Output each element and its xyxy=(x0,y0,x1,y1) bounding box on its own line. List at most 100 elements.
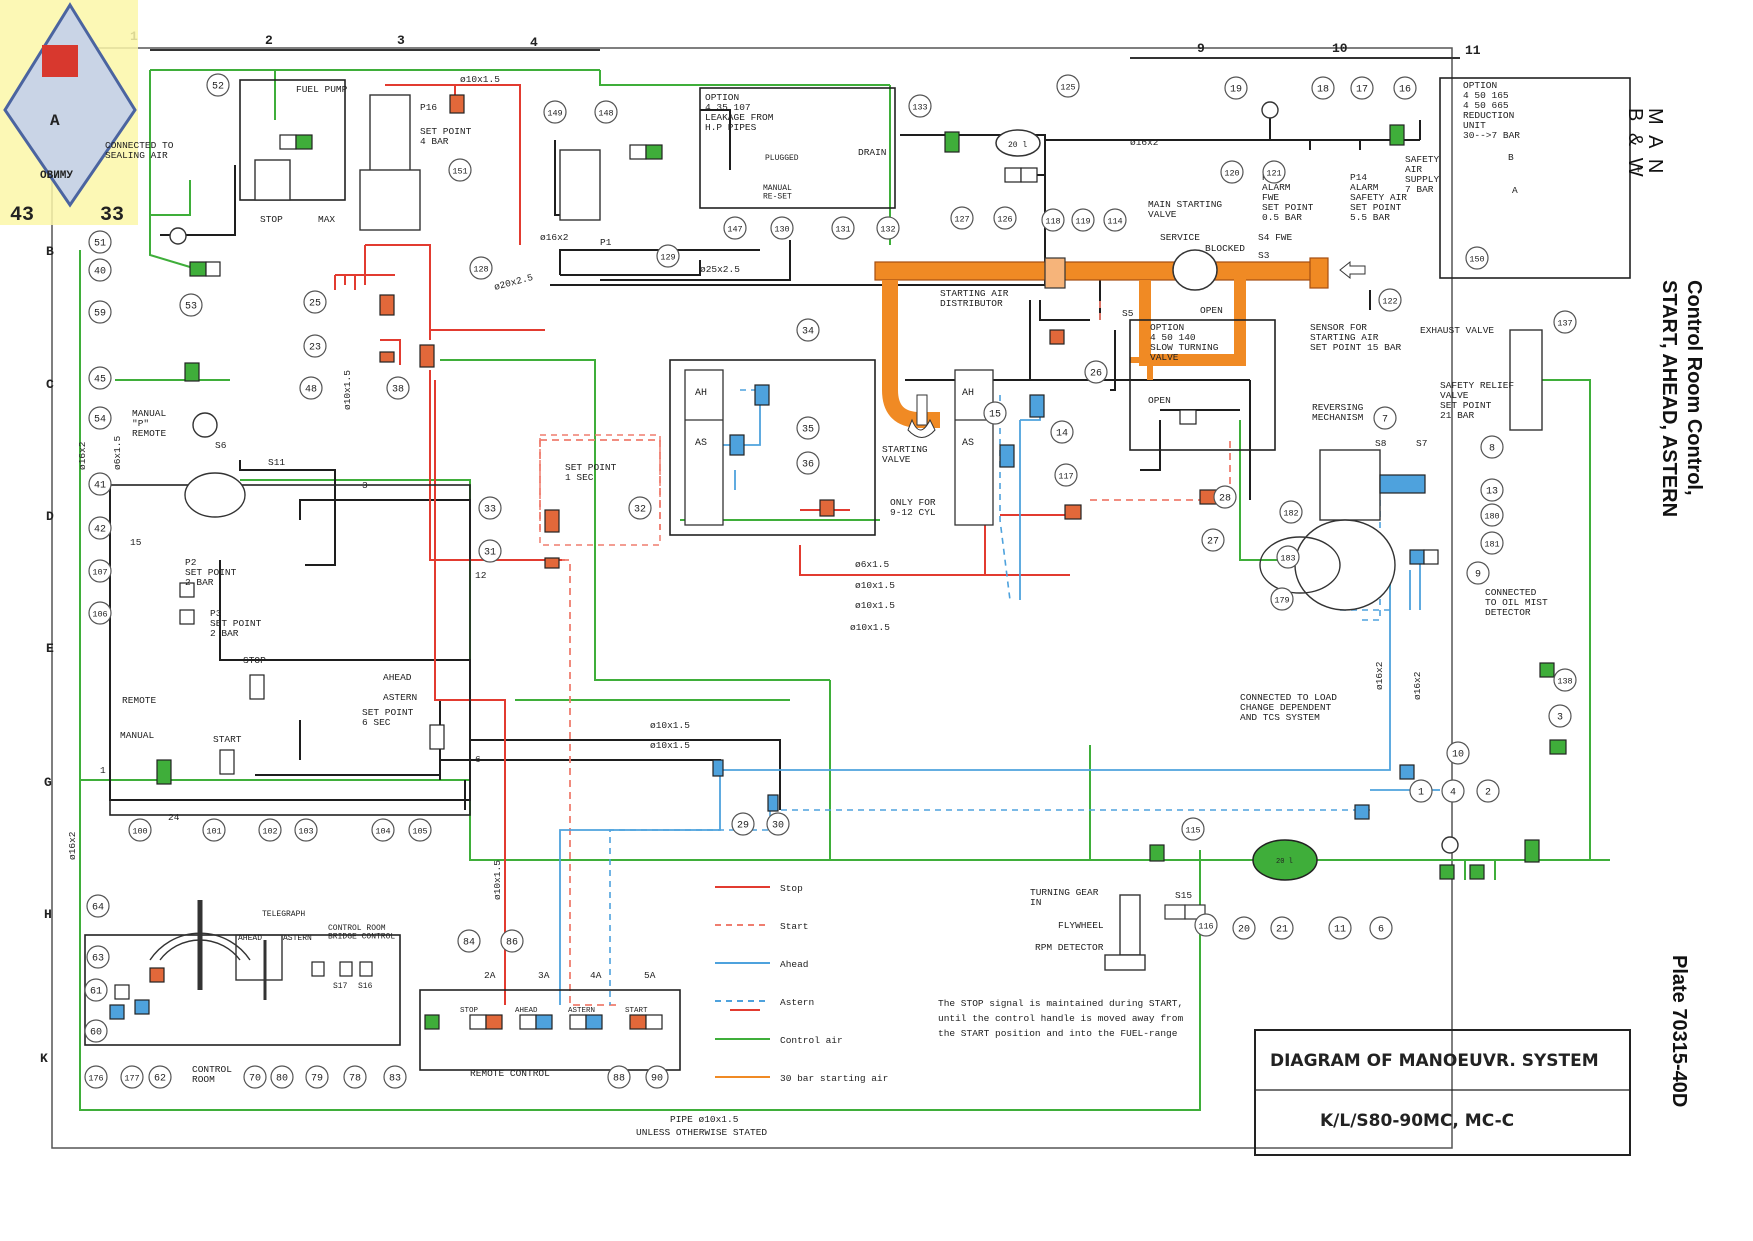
grid-col-4: 4 xyxy=(530,35,538,50)
label-fuel-pump: FUEL PUMP xyxy=(296,84,348,95)
callout-circle-41 xyxy=(88,472,112,496)
callout-circle-13 xyxy=(1480,478,1504,502)
callout-label-30: 30 xyxy=(772,821,784,832)
callout-label-88: 88 xyxy=(613,1074,625,1085)
title-block xyxy=(1254,1029,1631,1156)
starting-air-lines xyxy=(874,249,1366,428)
callout-label-36: 36 xyxy=(802,460,814,471)
callout-label-17: 17 xyxy=(1356,85,1368,96)
brand-text: M A N B & W xyxy=(1624,108,1666,180)
callout-circle-118 xyxy=(1041,208,1065,232)
label-drain: DRAIN xyxy=(858,147,887,158)
label-remote: REMOTE xyxy=(122,695,157,706)
callout-circle-86 xyxy=(500,929,524,953)
callout-circle-40 xyxy=(88,258,112,282)
valve-16p xyxy=(449,94,465,114)
callout-label-61: 61 xyxy=(90,987,102,998)
callout-label-16: 16 xyxy=(1399,85,1411,96)
callout-label-132: 132 xyxy=(880,225,895,235)
cr-valve-177 xyxy=(134,999,150,1015)
telegraph-dial xyxy=(149,900,283,1000)
emblem-number-right: 33 xyxy=(100,204,124,227)
pipe-label-5: ø16x2 xyxy=(77,441,88,470)
grid-col-3: 3 xyxy=(397,33,405,48)
valve-4sq xyxy=(1439,864,1455,880)
callout-circle-183 xyxy=(1276,545,1300,569)
label-3a: 3A xyxy=(538,970,550,981)
callout-label-64: 64 xyxy=(92,903,104,914)
air-receiver-label: 20 l xyxy=(1008,141,1027,150)
callout-circle-104 xyxy=(371,818,395,842)
callout-label-4: 4 xyxy=(1450,788,1456,799)
callout-circle-14 xyxy=(1050,420,1074,444)
callout-label-14: 14 xyxy=(1056,429,1068,440)
callout-label-121: 121 xyxy=(1266,169,1281,179)
valve-106 xyxy=(179,609,195,625)
valve-34 xyxy=(754,384,770,406)
label-start-mid: START xyxy=(213,734,242,745)
legend-label-0: Stop xyxy=(780,883,803,894)
callout-circle-16 xyxy=(1393,76,1417,100)
callout-circle-137 xyxy=(1553,310,1577,334)
callout-label-183: 183 xyxy=(1280,554,1295,564)
callout-label-31: 31 xyxy=(484,548,496,559)
callout-circle-64 xyxy=(86,894,110,918)
callout-circle-133 xyxy=(908,94,932,118)
callout-label-11: 11 xyxy=(1334,925,1346,936)
grid-col-9: 9 xyxy=(1197,41,1205,56)
callout-label-10: 10 xyxy=(1452,750,1464,761)
label-astern: ASTERN xyxy=(383,692,417,703)
callout-label-6: 6 xyxy=(1378,925,1384,936)
rc-valve-astern xyxy=(569,1014,603,1030)
callout-circle-148 xyxy=(594,100,618,124)
callout-label-114: 114 xyxy=(1107,217,1122,227)
pipe-label-7: ø10x1.5 xyxy=(855,580,895,591)
pipe-lines xyxy=(109,109,1421,810)
callout-circle-102 xyxy=(258,818,282,842)
grid-col-11: 11 xyxy=(1465,43,1481,58)
callout-label-8: 8 xyxy=(1489,444,1495,455)
remote-control-box xyxy=(419,989,681,1071)
grid-col-2: 2 xyxy=(265,33,273,48)
callout-label-126: 126 xyxy=(997,215,1012,225)
callout-circle-18 xyxy=(1311,76,1335,100)
callout-circle-107 xyxy=(88,559,112,583)
grid-row-k: K xyxy=(40,1051,48,1066)
callout-label-115: 115 xyxy=(1185,826,1200,836)
callout-circle-114 xyxy=(1103,208,1127,232)
pipe-label-17: ø16x2 xyxy=(67,831,78,860)
callout-label-42: 42 xyxy=(94,525,106,536)
label-rc-start: START xyxy=(625,1007,648,1015)
label-3: 3 xyxy=(362,480,368,491)
pipe-label-11: ø10x1.5 xyxy=(650,720,690,731)
callout-circle-59 xyxy=(88,300,112,324)
valve-14 xyxy=(1029,394,1045,418)
valve-100 xyxy=(156,759,172,785)
callout-label-125: 125 xyxy=(1060,83,1075,93)
callout-label-131: 131 xyxy=(835,225,850,235)
callout-circle-125 xyxy=(1056,74,1080,98)
valve-2sq xyxy=(1469,864,1485,880)
callout-label-45: 45 xyxy=(94,375,106,386)
valve-38 xyxy=(419,344,435,368)
callout-label-101: 101 xyxy=(206,827,221,837)
callout-circle-138 xyxy=(1553,668,1577,692)
callout-circle-11 xyxy=(1328,916,1352,940)
valve-40 xyxy=(189,261,221,277)
callout-label-63: 63 xyxy=(92,954,104,965)
callout-label-34: 34 xyxy=(802,327,814,338)
callout-label-86: 86 xyxy=(506,938,518,949)
callout-label-90: 90 xyxy=(651,1074,663,1085)
callout-circle-45 xyxy=(88,366,112,390)
rc-valve-ahead xyxy=(519,1014,553,1030)
valve-101 xyxy=(219,749,235,775)
pipe-label-0: ø10x1.5 xyxy=(460,74,500,85)
callout-circle-70 xyxy=(243,1065,267,1089)
label-open-2: OPEN xyxy=(1148,395,1171,406)
